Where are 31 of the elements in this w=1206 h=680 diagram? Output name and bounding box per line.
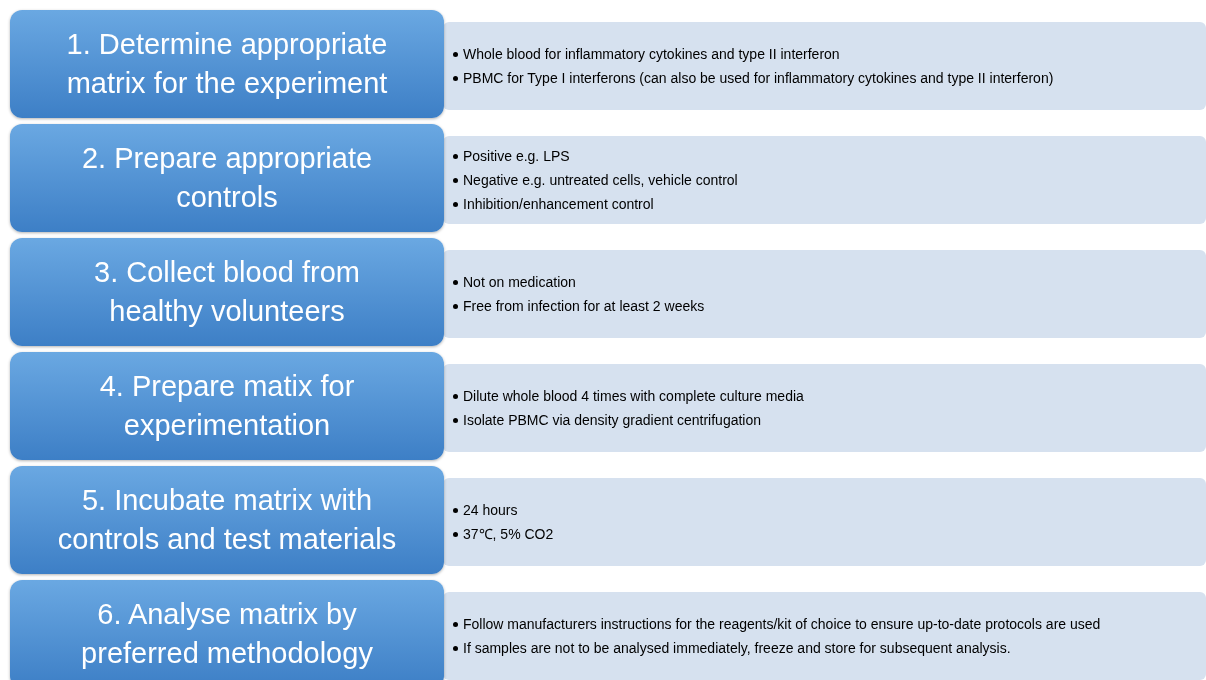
step-box (10, 238, 444, 346)
detail-panel (443, 478, 1206, 566)
bullet-text: Not on medication (463, 273, 576, 291)
step-box (10, 352, 444, 460)
bullet-text: Isolate PBMC via density gradient centrifugation (463, 411, 762, 429)
bullet-text: Whole blood for inflammatory cytokines and type II interferon (463, 45, 840, 63)
bullet-text: Free from infection for at least 2 weeks (463, 297, 705, 315)
bullet-text: If samples are not to be analysed immediately, freeze and store for subsequent analysis. (463, 639, 1011, 657)
bullet-text: Negative e.g. untreated cells, vehicle control (463, 171, 738, 189)
bullet-text: Positive e.g. LPS (463, 147, 570, 165)
bullet-text: 37℃, 5% CO2 (463, 525, 554, 543)
detail-panel (443, 136, 1206, 224)
bullet-text: Inhibition/enhancement control (463, 195, 654, 213)
bullet-text: Follow manufacturers instructions for the reagents/kit of choice to ensure up-to-date protocols are used (463, 615, 1101, 633)
step-title: 2. Prepare appropriate controls (80, 141, 374, 215)
detail-panel (443, 364, 1206, 452)
bullet-text: PBMC for Type I interferons (can also be used for inflammatory cytokines and type II interferon) (463, 69, 1054, 87)
detail-panel (443, 22, 1206, 110)
step-title: 6. Analyse matrix by preferred methodology (80, 597, 374, 671)
detail-panel (443, 250, 1206, 338)
detail-panel (443, 592, 1206, 680)
bullet-text: 24 hours (463, 501, 518, 519)
step-box (10, 124, 444, 232)
step-title: 5. Incubate matrix with controls and test materials (56, 483, 398, 557)
step-title: 1. Determine appropriate matrix for the experiment (65, 27, 389, 101)
step-title: 3. Collect blood from healthy volunteers (93, 255, 361, 329)
step-box (10, 580, 444, 680)
step-title: 4. Prepare matix for experimentation (98, 369, 356, 443)
step-box (10, 466, 444, 574)
step-box (10, 10, 444, 118)
bullet-text: Dilute whole blood 4 times with complete culture media (463, 387, 804, 405)
